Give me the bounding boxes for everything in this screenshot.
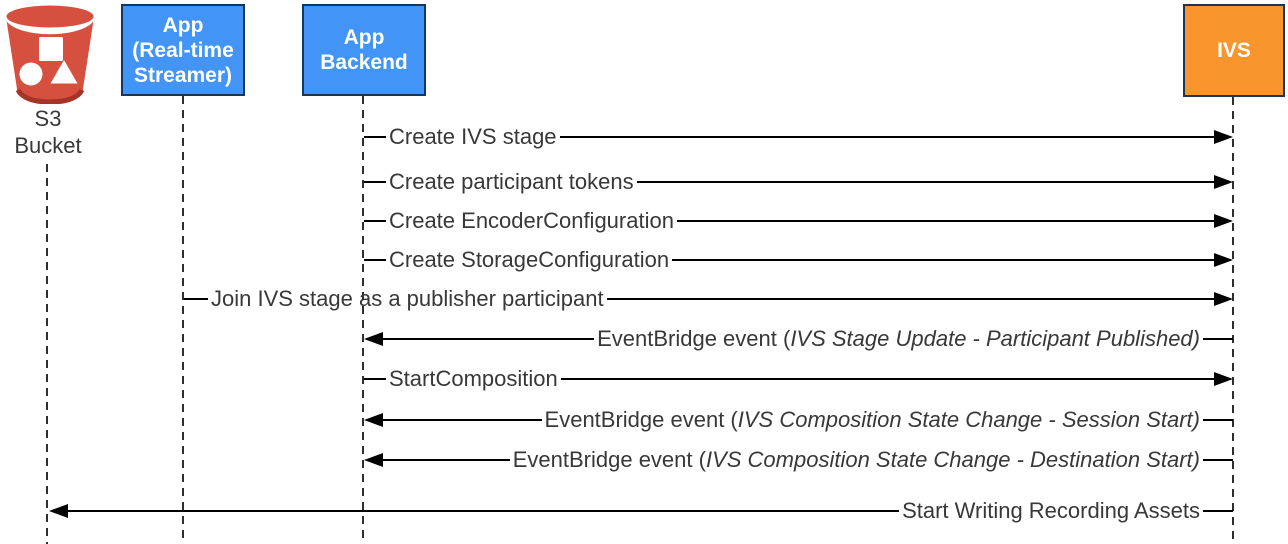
arrow-right-icon [1214,214,1233,228]
participant-app-backend: App Backend [302,4,426,96]
arrow-left-icon [49,504,68,518]
message-create-encoder-configuration: Create EncoderConfiguration [364,206,1233,236]
message-line [636,181,1214,183]
message-label: Join IVS stage as a publisher participan… [211,286,604,311]
message-create-ivs-stage: Create IVS stage [364,122,1233,152]
label-suffix: ) [1192,447,1200,472]
participant-label: App (Real-time Streamer) [132,13,234,87]
message-line [184,298,208,300]
participant-label: App Backend [320,26,408,74]
message-eventbridge-destination-start: EventBridge event (IVS Composition State… [364,445,1233,475]
message-create-participant-tokens: Create participant tokens [364,167,1233,197]
arrow-left-icon [364,332,383,346]
arrow-right-icon [1214,253,1233,267]
message-eventbridge-participant-published: EventBridge event (IVS Stage Update - Pa… [364,324,1233,354]
message-label: Create participant tokens [389,169,634,194]
message-line [364,220,386,222]
label-italic: IVS Composition State Change - Session S… [737,407,1193,432]
message-line [559,136,1214,138]
message-label: Create EncoderConfiguration [389,208,674,233]
message-line [1203,510,1233,512]
message-label: StartComposition [389,366,558,391]
arrow-right-icon [1214,292,1233,306]
message-line [383,459,510,461]
label-prefix: EventBridge event ( [597,326,791,351]
message-line [1203,459,1233,461]
message-eventbridge-session-start: EventBridge event (IVS Composition State… [364,405,1233,435]
label-prefix: EventBridge event ( [512,447,706,472]
message-line [364,136,386,138]
message-line [676,220,1214,222]
message-line [364,181,386,183]
message-line [1203,419,1233,421]
message-line [606,298,1214,300]
message-join-ivs-stage: Join IVS stage as a publisher participan… [184,284,1233,314]
message-label: Create IVS stage [389,124,557,149]
message-create-storage-configuration: Create StorageConfiguration [364,245,1233,275]
s3-bucket-icon [4,5,96,104]
label-suffix: ) [1192,326,1200,351]
message-line [68,510,900,512]
lifeline-app-realtime-streamer [182,96,184,544]
arrow-left-icon [364,453,383,467]
label-italic: IVS Stage Update - Participant Published [790,326,1193,351]
label-prefix: EventBridge event ( [544,407,738,432]
lifeline-app-backend [362,96,364,544]
participant-s3-bucket-label: S3 Bucket [14,106,82,158]
lifeline-s3-bucket [46,164,48,544]
arrow-left-icon [364,413,383,427]
participant-label: IVS [1217,39,1251,62]
message-start-composition: StartComposition [364,364,1233,394]
message-start-writing-recording-assets: Start Writing Recording Assets [49,496,1233,526]
label-suffix: ) [1192,407,1200,432]
message-line [364,259,386,261]
message-line [560,378,1214,380]
message-label: Start Writing Recording Assets [902,498,1200,523]
arrow-right-icon [1214,175,1233,189]
arrow-right-icon [1214,130,1233,144]
participant-app-realtime-streamer: App (Real-time Streamer) [121,4,245,96]
message-line [383,419,542,421]
lifeline-ivs [1232,97,1234,544]
message-label: EventBridge event (IVS Composition State… [542,407,1203,433]
arrow-right-icon [1214,372,1233,386]
message-line [383,338,595,340]
message-label: Create StorageConfiguration [389,247,670,272]
message-line [1203,338,1233,340]
label-italic: IVS Composition State Change - Destinati… [705,447,1193,472]
message-line [672,259,1214,261]
participant-ivs: IVS [1183,4,1285,97]
message-line [364,378,386,380]
message-label: EventBridge event (IVS Stage Update - Pa… [594,326,1203,352]
message-label: EventBridge event (IVS Composition State… [510,447,1203,473]
